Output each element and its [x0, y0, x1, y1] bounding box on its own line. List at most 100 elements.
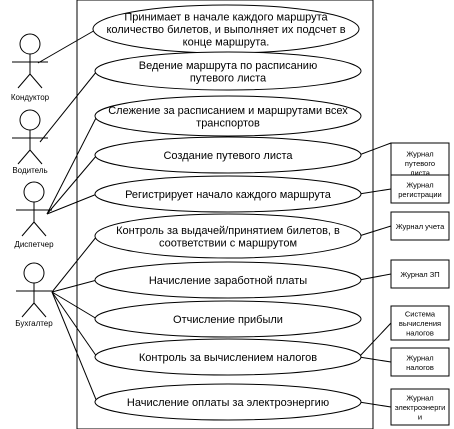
- actor: Диспетчер: [14, 181, 54, 249]
- use-case-ellipse: [94, 261, 362, 299]
- association-line: [51, 235, 98, 293]
- actor-head: [23, 262, 45, 284]
- document-label: Журнал: [406, 394, 433, 403]
- use-case-ellipse: [94, 213, 362, 259]
- use-case-label: количество билетов, и выполняет их подсч…: [106, 24, 345, 36]
- use-case: Отчисление прибыли: [94, 300, 362, 338]
- use-case-label: Начисление оплаты за электроэнергию: [127, 397, 329, 409]
- use-case-ellipse: [94, 51, 362, 91]
- document-label: Журнал: [406, 353, 433, 362]
- actor-leg-left: [21, 302, 35, 318]
- use-case-label: транспортов: [196, 117, 260, 129]
- use-case-ellipse: [94, 383, 362, 421]
- use-case: Контроль за вычислением налогов: [94, 338, 362, 376]
- documents: ЖурналпутевоголистаЖурналрегистрацииЖурн…: [390, 142, 450, 426]
- document-link-line: [358, 322, 392, 358]
- use-case-label: Контроль за вычислением налогов: [139, 352, 317, 364]
- use-case-ellipse: [94, 175, 362, 213]
- document-link-line: [358, 142, 392, 156]
- document-box: [390, 211, 450, 241]
- use-case-label: Ведение маршрута по расписанию: [139, 60, 317, 72]
- actor-leg-right: [33, 221, 47, 237]
- document-box: [390, 388, 450, 426]
- use-case-label: Отчисление прибыли: [173, 314, 283, 326]
- document-label: путевого: [405, 159, 435, 168]
- actor-head: [19, 109, 41, 131]
- document-label: электроэнерги: [395, 403, 446, 412]
- association-line: [51, 291, 98, 358]
- use-case-ellipse: [94, 300, 362, 338]
- actor-leg-right: [33, 302, 47, 318]
- document-label: налогов: [406, 329, 434, 338]
- document-label: Журнал: [406, 180, 433, 189]
- document-link-line: [358, 356, 392, 363]
- association-line: [51, 291, 98, 403]
- use-case-label: Контроль за выдачей/принятием билетов, в: [116, 225, 340, 237]
- document-link-line: [358, 401, 392, 408]
- use-case-label: путевого листа: [190, 72, 267, 84]
- actor-head: [23, 181, 45, 203]
- use-case-label: соответствии с маршрутом: [159, 237, 297, 249]
- document-label: Журнал: [406, 150, 433, 159]
- association-line: [39, 70, 98, 143]
- actor-leg-right: [29, 73, 43, 89]
- use-case: Контроль за выдачей/принятием билетов, в…: [94, 213, 362, 259]
- document-box: [390, 174, 450, 204]
- use-case-label: конце маршрута.: [183, 37, 270, 49]
- actor-leg-left: [17, 73, 31, 89]
- use-case-label: Регистрирует начало каждого маршрута: [125, 189, 332, 201]
- document: Журнал учета: [390, 211, 450, 241]
- association-line: [46, 154, 98, 215]
- document-label: регистрации: [398, 190, 441, 199]
- association-line: [51, 279, 98, 293]
- actor-leg-left: [17, 149, 31, 165]
- document-label: листа: [410, 169, 431, 178]
- document-link-line: [358, 225, 392, 237]
- document-box: [390, 305, 450, 341]
- use-case: Регистрирует начало каждого маршрута: [94, 175, 362, 213]
- document-link-line: [358, 273, 392, 281]
- actor-head: [19, 33, 41, 55]
- document-label: Система: [405, 310, 436, 319]
- system-boundary: [76, 0, 374, 429]
- actor-leg-left: [21, 221, 35, 237]
- actor: Водитель: [12, 109, 48, 175]
- document-link-line: [358, 188, 392, 195]
- association-line: [46, 193, 98, 215]
- use-case-ellipse: [94, 338, 362, 376]
- use-case-ellipse: [94, 136, 362, 174]
- use-case-label: Начисление заработной платы: [149, 275, 307, 287]
- actor: Кондуктор: [11, 33, 50, 102]
- document-box: [390, 259, 450, 289]
- use-case: Начисление оплаты за электроэнергию: [94, 383, 362, 421]
- document-label: Журнал ЗП: [400, 270, 439, 279]
- use-case-label: Слежение за расписанием и маршрутами все…: [108, 105, 348, 117]
- use-cases: Принимает в начале каждого маршрутаколич…: [92, 4, 362, 421]
- use-case: Создание путевого листа: [94, 136, 362, 174]
- actor-label: Диспетчер: [14, 240, 54, 249]
- use-case-label: Создание путевого листа: [163, 150, 293, 162]
- association-line: [51, 291, 98, 320]
- document-box: [390, 347, 450, 377]
- document-label: и: [418, 413, 422, 422]
- actor-label: Водитель: [12, 166, 47, 175]
- association-line: [46, 115, 98, 215]
- use-case: Начисление заработной платы: [94, 261, 362, 299]
- actor-label: Бухгалтер: [15, 319, 53, 328]
- use-case-ellipse: [94, 95, 362, 137]
- document: Журнал ЗП: [390, 259, 450, 289]
- actor-label: Кондуктор: [11, 93, 50, 102]
- document-label: вычисления: [399, 319, 441, 328]
- use-case-label: Принимает в начале каждого маршрута: [124, 12, 328, 24]
- document-label: налогов: [406, 363, 434, 372]
- actor: Бухгалтер: [15, 262, 53, 328]
- association-line: [37, 28, 98, 64]
- use-case: Слежение за расписанием и маршрутами все…: [94, 95, 362, 137]
